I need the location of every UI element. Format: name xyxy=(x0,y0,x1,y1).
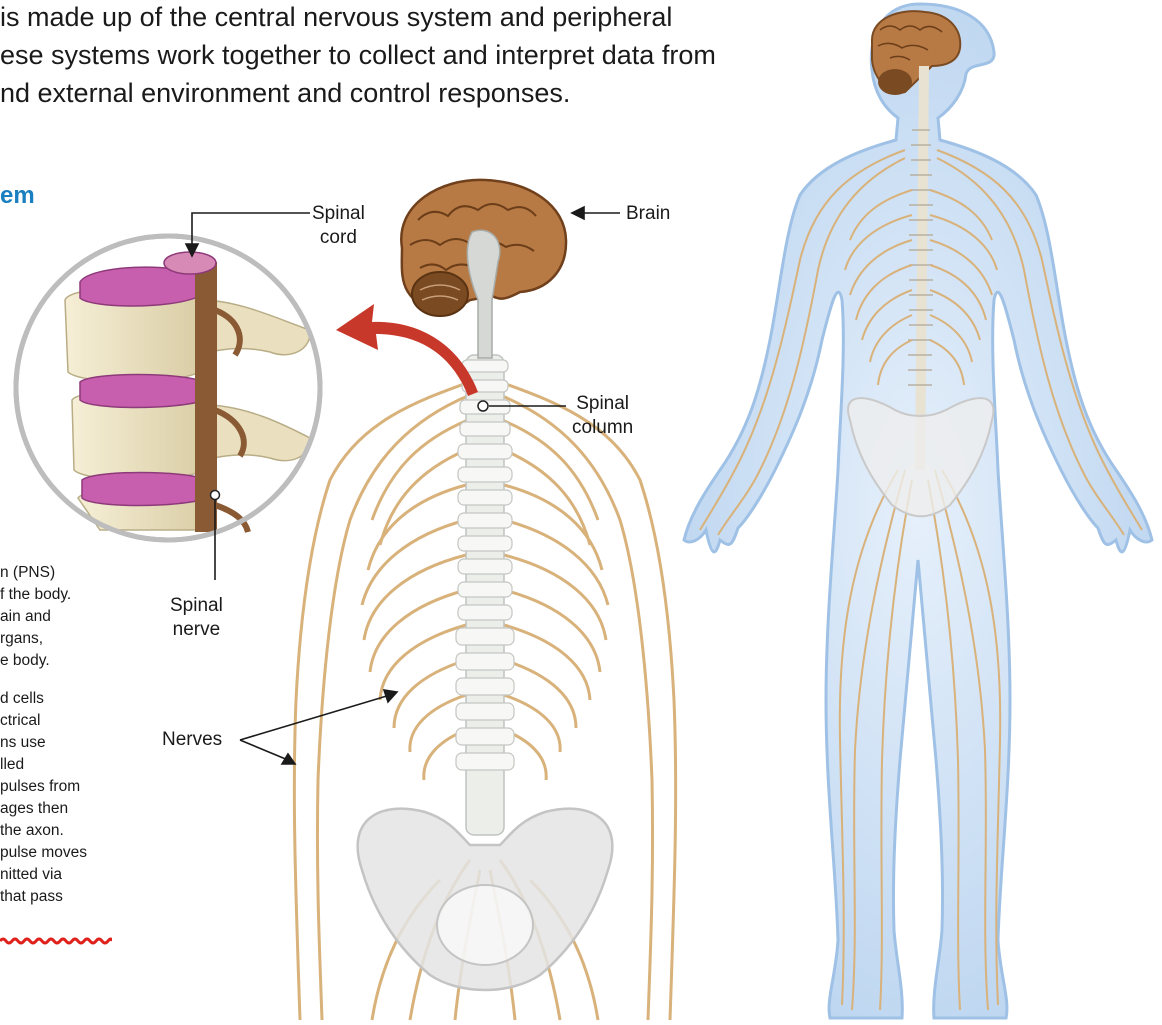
disc-2 xyxy=(80,375,205,408)
spinal-cord-label: Spinal cord xyxy=(312,202,365,250)
cerebellum-small xyxy=(878,69,912,95)
disc-3 xyxy=(82,473,208,506)
label-line: Spinal xyxy=(572,392,633,416)
label-line: Spinal xyxy=(312,202,365,226)
label-line: nerve xyxy=(170,618,223,642)
spinal-column-label: Spinal column xyxy=(572,392,633,440)
brain-label: Brain xyxy=(626,202,670,226)
label-line: column xyxy=(572,416,633,440)
spinal-nerve-label: Spinal nerve xyxy=(170,594,223,642)
spinal-cord-small xyxy=(920,66,924,470)
human-body-figure xyxy=(684,4,1152,1018)
nerves-leader-2 xyxy=(240,740,288,760)
label-line: cord xyxy=(312,226,365,250)
spinal-nerve-marker xyxy=(211,491,220,500)
nerves-label: Nerves xyxy=(162,728,222,752)
spinal-cord-cross-section xyxy=(164,252,216,274)
cerebellum xyxy=(412,272,468,316)
label-line: Spinal xyxy=(170,594,223,618)
red-arrow xyxy=(336,304,478,396)
nerves-leader-1 xyxy=(240,695,390,740)
vertebrae xyxy=(456,360,514,770)
pelvic-opening xyxy=(437,885,533,965)
torso-diagram xyxy=(294,180,675,1020)
spinal-column-marker xyxy=(478,401,488,411)
magnified-spine-inset xyxy=(16,236,320,540)
